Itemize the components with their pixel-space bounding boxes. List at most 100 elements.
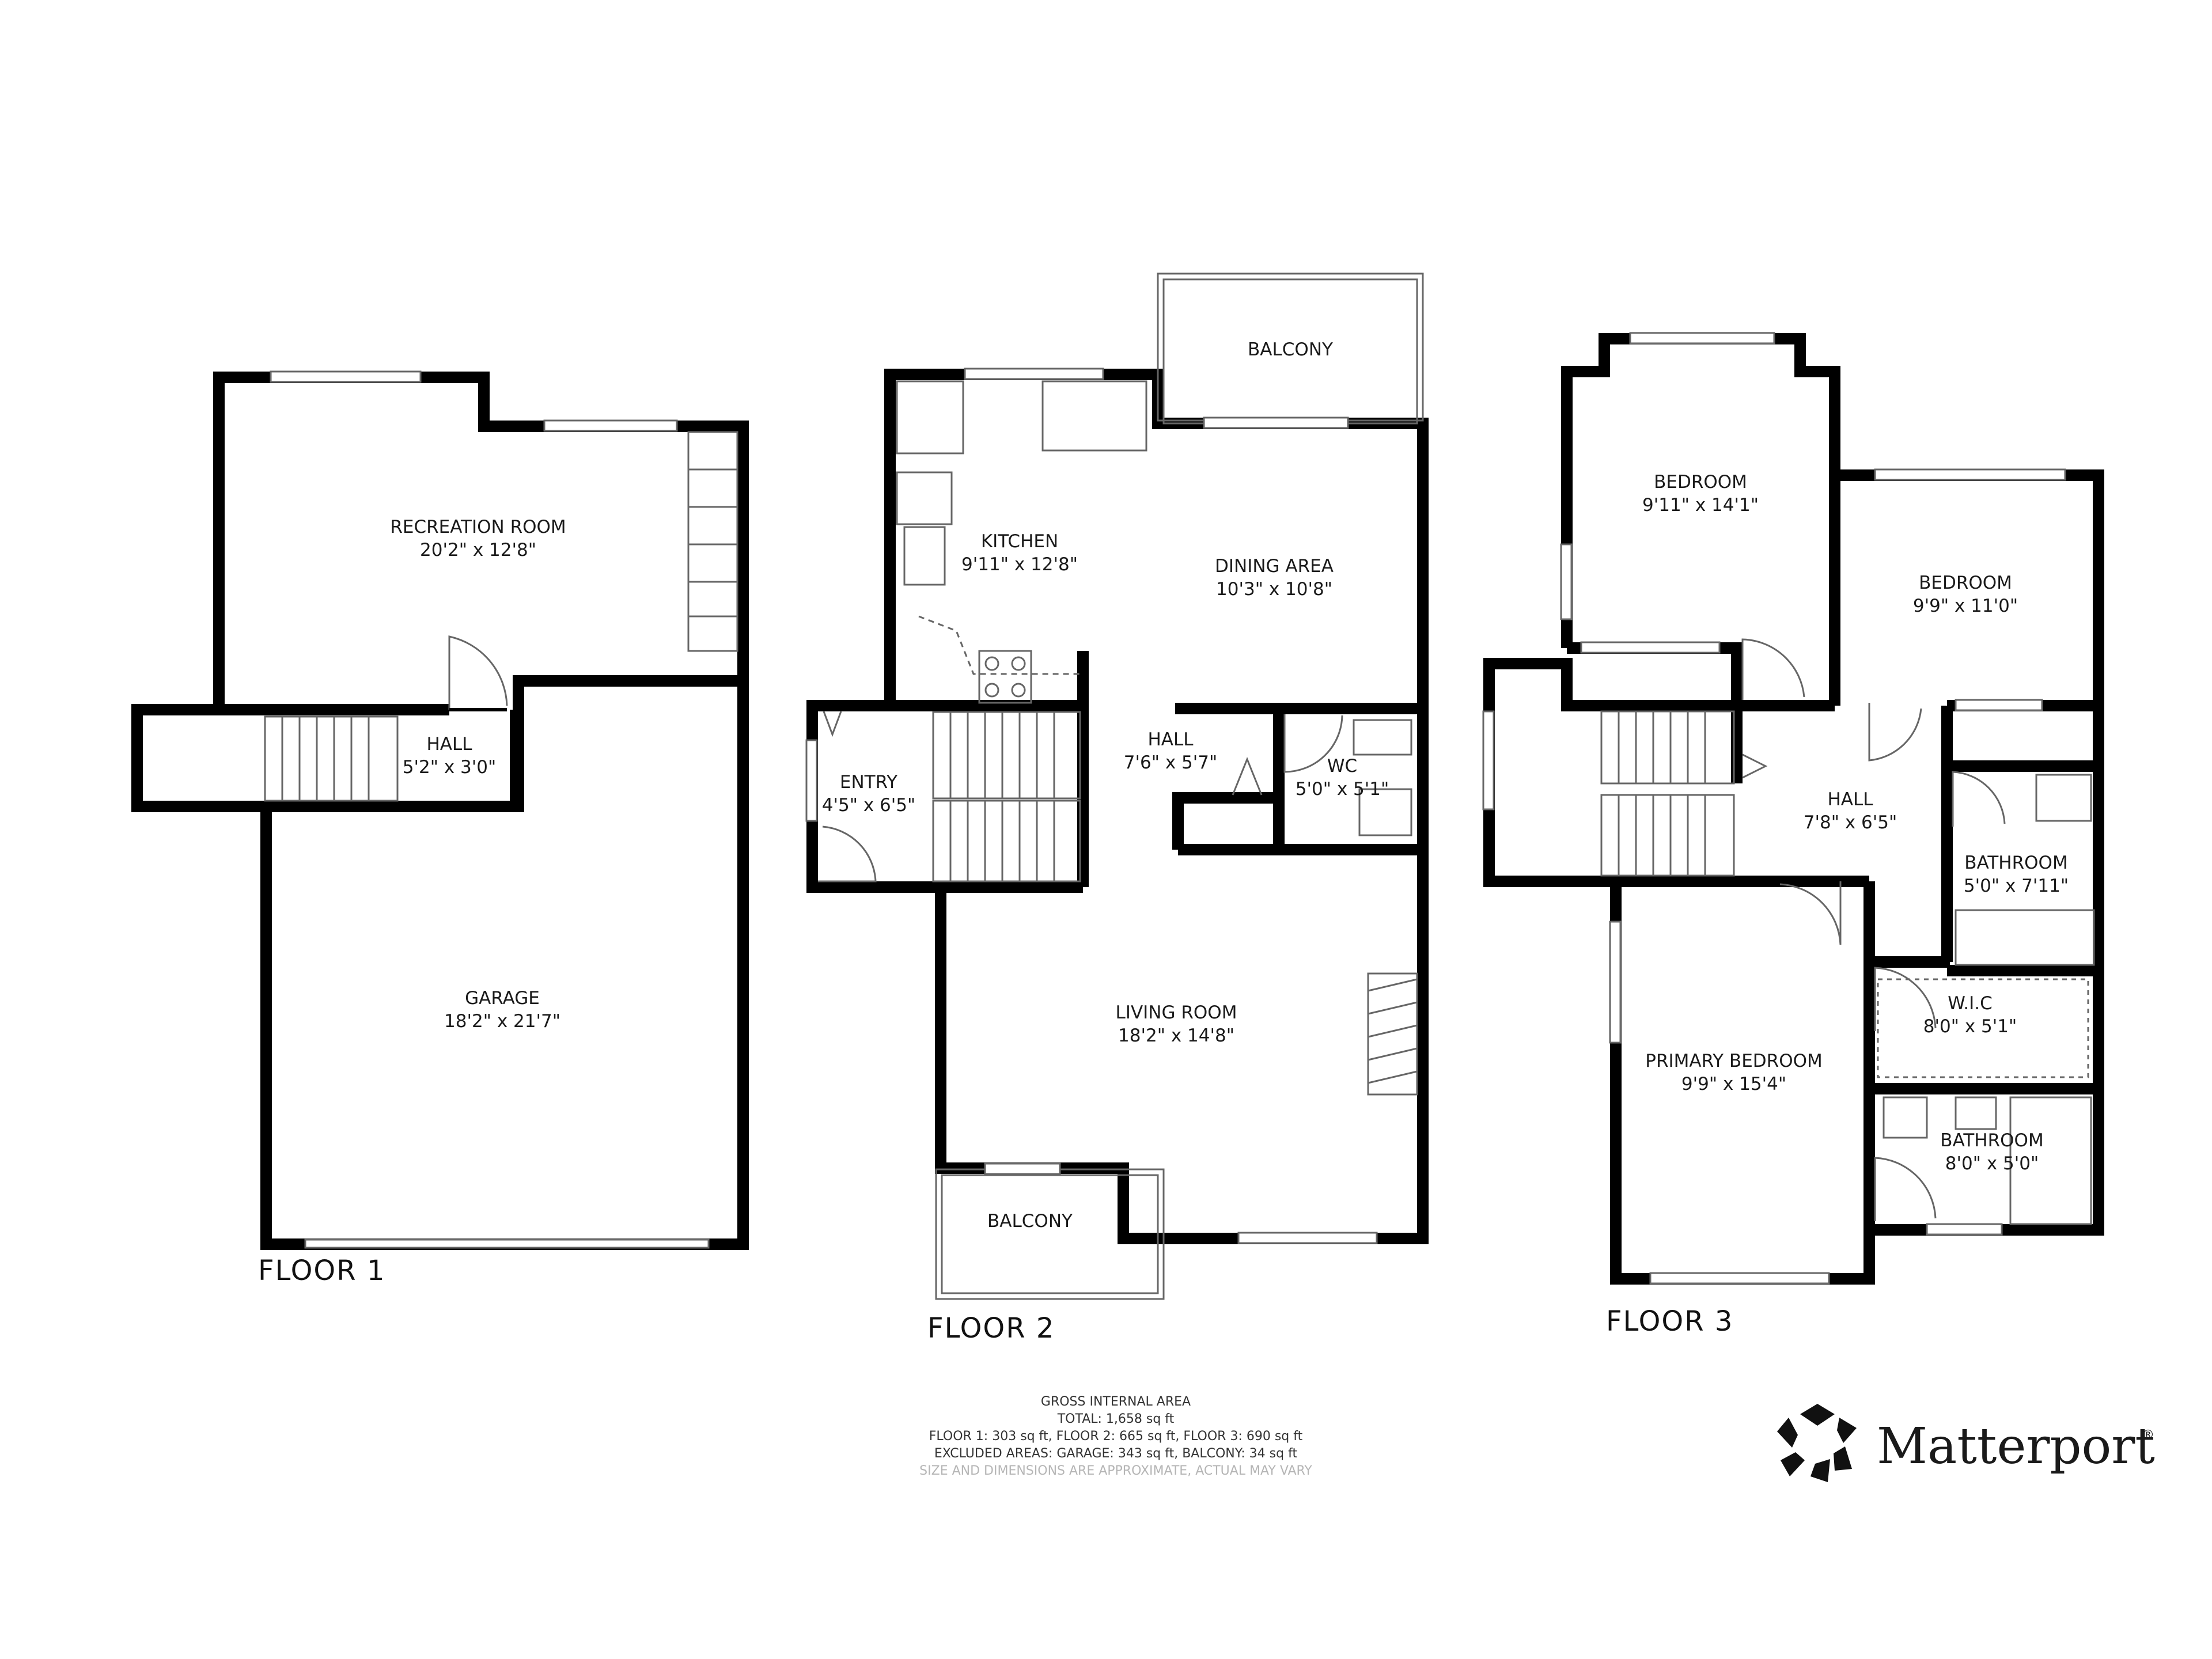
kitchen-sink [903,526,946,586]
room-dimensions: 18'2" x 21'7" [444,1011,560,1032]
matterport-logo-icon [1777,1404,1857,1482]
room-name: BALCONY [987,1211,1073,1232]
room-name: BEDROOM [1654,472,1747,493]
kitchen-range [978,650,1032,704]
room-name: ENTRY [840,772,897,793]
floor-1-shelving [687,431,738,652]
brand-mark: ® [2142,1428,2154,1442]
floor-2-window [964,368,1104,380]
room-dimensions: 5'2" x 3'0" [403,757,497,778]
floor-3-door-swing [1952,771,2006,827]
room-name: WC [1327,756,1357,777]
wc-sink [1358,788,1412,836]
area-note-excluded: EXCLUDED AREAS: GARAGE: 343 sq ft, BALCO… [934,1446,1298,1461]
floor-3-window [1649,1272,1830,1285]
floor-3-window [1874,468,2066,481]
floor-3-window [1609,921,1622,1044]
floor-1-stairs [264,715,399,802]
floor-3-window [1629,332,1775,344]
bathroom-sink [1883,1096,1928,1139]
room-dimensions: 7'8" x 6'5" [1804,812,1897,833]
area-note-total: TOTAL: 1,658 sq ft [1057,1412,1175,1426]
floor-2-fixtures [805,272,1424,1300]
floor-1-label: FLOOR 1 [258,1255,385,1287]
room-name: GARAGE [465,988,540,1009]
floor-3-door-swing [1874,967,1937,1031]
area-note-floors: FLOOR 1: 303 sq ft, FLOOR 2: 665 sq ft, … [929,1429,1303,1444]
floor-1 [131,372,749,1250]
floor-1-garage-door [304,1238,710,1249]
fireplace [1367,972,1418,1096]
brand-name: Matterport [1877,1418,2155,1475]
floor-2-closet-marker [1232,756,1263,796]
floor-3-door-swing [1741,638,1805,700]
room-dimensions: 5'0" x 5'1" [1296,779,1389,800]
floor-2-door-swing [1283,714,1343,773]
area-note-title: GROSS INTERNAL AREA [1041,1395,1191,1409]
room-dimensions: 8'0" x 5'0" [1945,1153,2039,1174]
floor-2-window [1203,416,1349,429]
floor-3-door-swing [1874,1157,1937,1221]
room-dimensions: 10'3" x 10'8" [1216,579,1332,600]
floor-3-closet-marker [1742,753,1768,779]
room-name: HALL [426,734,472,755]
floor-2-wall-closet [1172,792,1285,855]
bathroom-toilet [1955,1096,1997,1130]
floor-3-wall-bedroom-bottom [1567,642,1743,706]
floor-2-window [984,1162,1061,1175]
floor-3-fixtures [1482,332,2095,1285]
area-note-disclaimer: SIZE AND DIMENSIONS ARE APPROXIMATE, ACT… [919,1464,1312,1478]
bathroom-tub [2009,1096,2092,1225]
room-name: W.I.C [1948,993,1993,1014]
floor-3-window [1955,699,2043,711]
floor-3-window [1926,1223,2003,1236]
floor-3-stairs [1600,710,1735,785]
kitchen-counter-edge [918,615,1083,675]
room-dimensions: 9'11" x 12'8" [961,554,1078,575]
floor-3-walls-west [1483,658,1835,887]
bathroom-sink [2035,774,2092,822]
bathroom-tub [1955,909,2095,966]
floor-1-door-swing [448,635,508,710]
room-name: HALL [1147,729,1194,750]
room-dimensions: 8'0" x 5'1" [1923,1016,2017,1037]
room-name: BEDROOM [1919,573,2012,593]
floor-1-wall-garage-top [266,675,743,812]
floor-2-window [805,739,818,822]
kitchen-island [1041,380,1147,452]
room-name: RECREATION ROOM [390,517,566,537]
room-name: PRIMARY BEDROOM [1645,1051,1823,1071]
room-dimensions: 9'11" x 14'1" [1642,495,1759,516]
floor-1-window [543,419,678,432]
area-note: GROSS INTERNAL AREA TOTAL: 1,658 sq ft F… [919,1395,1312,1478]
floor-2-stairs [932,800,1081,882]
room-name: BATHROOM [1940,1130,2043,1151]
floor-2-stairs [932,711,1081,800]
room-name: BATHROOM [1964,853,2067,873]
room-name: HALL [1827,789,1873,810]
kitchen-counter [896,380,964,454]
room-name: KITCHEN [981,531,1058,552]
floor-1-fixtures [264,370,738,1249]
floor-2-door-swing [818,825,877,882]
floor-2-window [1237,1232,1378,1244]
floor-1-window [270,370,422,383]
floor-2-entry-marker [823,711,842,737]
kitchen-dishwasher [896,471,953,525]
floor-3-stairs [1600,794,1735,877]
wic-shelf [1877,978,2089,1078]
room-dimensions: 5'0" x 7'11" [1964,876,2069,896]
room-labels: RECREATION ROOM 20'2" x 12'8" HALL 5'2" … [390,339,2069,1232]
floor-3-door-swing [1779,881,1842,945]
floor-3-wall-bath2 [1941,706,2099,772]
floor-3-window [1560,543,1573,620]
floor-3-window [1580,641,1721,654]
room-dimensions: 7'6" x 5'7" [1124,752,1218,773]
room-dimensions: 20'2" x 12'8" [420,540,536,560]
room-dimensions: 9'9" x 11'0" [1913,596,2018,616]
room-dimensions: 4'5" x 6'5" [822,795,916,816]
matterport-logo: Matterport ® [1777,1404,2155,1482]
floor-3-window [1482,710,1495,810]
room-name: BALCONY [1248,339,1333,360]
